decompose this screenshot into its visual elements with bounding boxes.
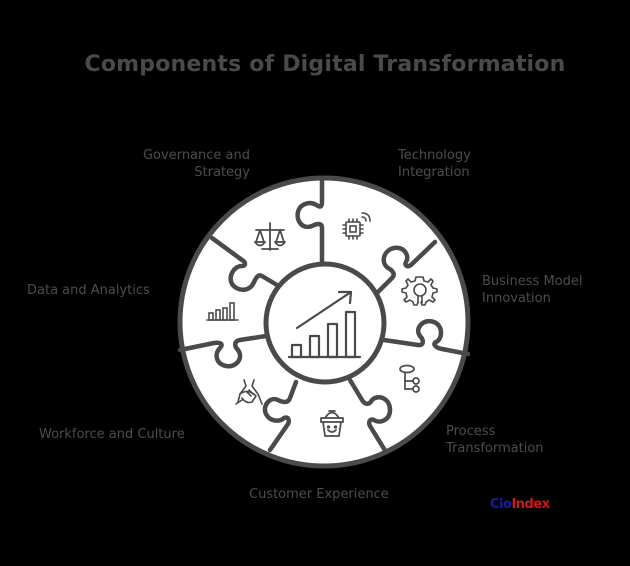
divider-lower-right (347, 377, 393, 455)
label-customer-experience: Customer Experience (249, 486, 389, 503)
label-technology-integration: Technology Integration (398, 147, 471, 181)
brand-part-index: Index (511, 497, 550, 512)
label-workforce-culture: Workforce and Culture (39, 426, 185, 443)
scales-icon (254, 222, 286, 251)
growth-chart-icon (287, 290, 362, 359)
divider-upper-right (372, 239, 438, 298)
gear-lightbulb-icon (401, 276, 438, 306)
label-governance-strategy: Governance and Strategy (143, 147, 250, 181)
flowchart-icon (399, 364, 420, 393)
label-line: Process (446, 424, 496, 439)
label-line: Data and Analytics (27, 283, 150, 298)
divider-upper-left (209, 235, 285, 292)
label-process-transformation: Process Transformation (446, 423, 544, 457)
label-line: Workforce and Culture (39, 427, 185, 442)
label-line: Innovation (482, 291, 551, 306)
divider-right (381, 318, 471, 357)
label-line: Technology (398, 148, 471, 163)
smiling-basket-icon (320, 410, 344, 437)
handshake-icon (235, 379, 263, 405)
label-line: Customer Experience (249, 487, 389, 502)
brand-part-cio: Cio (490, 497, 512, 512)
label-line: Business Model (482, 274, 583, 289)
divider-top (295, 177, 325, 268)
brand-logo: CioIndex (490, 497, 550, 512)
label-line: Governance and (142, 148, 250, 163)
label-data-analytics: Data and Analytics (27, 282, 150, 299)
divider-lower-left (262, 379, 299, 453)
label-line: Transformation (446, 441, 544, 456)
label-line: Strategy (194, 165, 250, 180)
page-title: Components of Digital Transformation (84, 52, 566, 77)
chip-wireless-icon (342, 212, 371, 240)
divider-left (177, 333, 269, 369)
center-hub (263, 261, 387, 385)
label-line: Integration (398, 165, 470, 180)
label-business-model-innovation: Business Model Innovation (482, 273, 583, 307)
bar-chart-icon (206, 302, 239, 321)
